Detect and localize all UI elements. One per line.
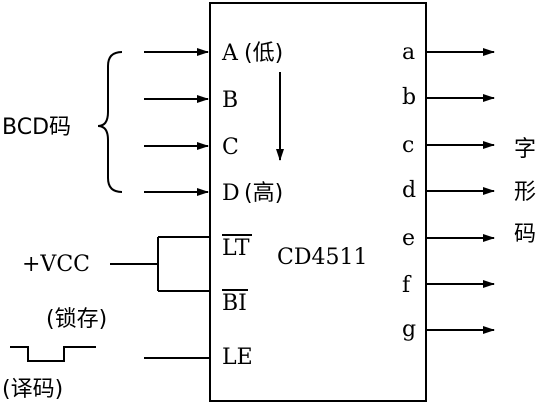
decode-label: (译码) — [2, 377, 63, 402]
out-label-e: e — [402, 226, 415, 251]
out-label-f: f — [402, 273, 412, 298]
pin-label-a: A — [221, 41, 239, 66]
vcc-label: +VCC — [22, 252, 90, 277]
pin-label-d: D — [222, 181, 240, 206]
chip-name: CD4511 — [277, 245, 367, 270]
segment-code-char-1: 字 — [514, 137, 536, 162]
pin-label-le: LE — [222, 345, 253, 370]
segment-code-char-3: 码 — [514, 222, 536, 247]
pin-label-bi: BI — [222, 291, 247, 316]
pin-label-lt: LT — [222, 236, 250, 261]
out-label-b: b — [402, 85, 416, 110]
segment-code-char-2: 形 — [514, 180, 536, 205]
le-pulse-icon — [10, 346, 96, 362]
out-label-a: a — [402, 40, 415, 65]
chip-body — [209, 2, 427, 402]
out-label-c: c — [402, 133, 414, 158]
bcd-label: BCD码 — [2, 115, 71, 140]
out-label-g: g — [402, 317, 416, 342]
pin-label-c: C — [222, 135, 239, 160]
pin-note-a: (低) — [244, 41, 283, 66]
pin-label-b: B — [222, 88, 238, 113]
bcd-brace — [97, 51, 123, 193]
out-label-d: d — [402, 178, 416, 203]
pin-note-d: (高) — [244, 181, 283, 206]
latch-label: (锁存) — [46, 307, 107, 332]
